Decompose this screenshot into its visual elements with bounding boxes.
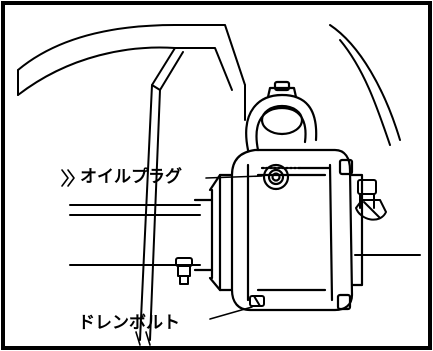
upper-housing bbox=[174, 24, 401, 146]
drain-bolt-icon bbox=[249, 295, 265, 307]
wheel-arc bbox=[17, 24, 176, 96]
leader-lines bbox=[205, 175, 263, 320]
side-bolt bbox=[355, 179, 387, 221]
drain-bolt-label: ドレンボルト bbox=[78, 313, 180, 333]
lower-bolt bbox=[175, 257, 193, 285]
frame-tube bbox=[139, 47, 184, 341]
oil-plug-label: オイルプラグ bbox=[80, 166, 182, 187]
oil-plug-icon bbox=[260, 163, 332, 191]
break-marks bbox=[61, 169, 151, 346]
